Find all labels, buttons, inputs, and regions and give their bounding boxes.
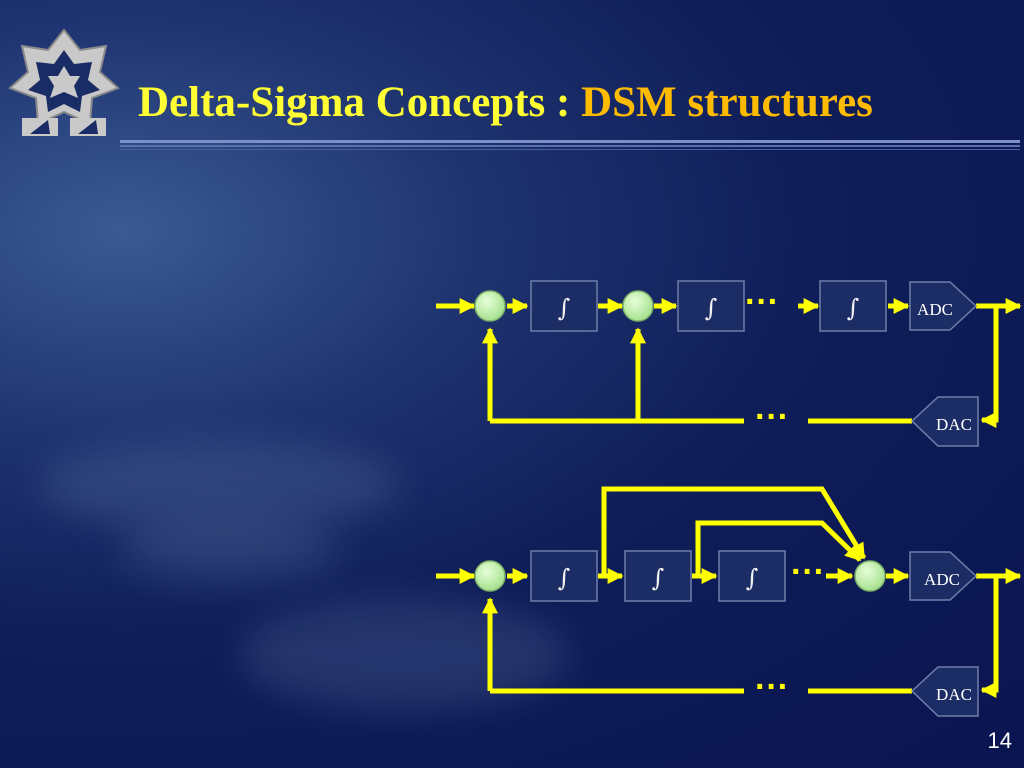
- diagram-top: [436, 297, 1022, 429]
- summing-node: [474, 560, 506, 592]
- title-accent: DSM structures: [581, 79, 873, 126]
- summing-node: [474, 290, 506, 322]
- background-cloud: [120, 520, 340, 580]
- svg-text:ADC: ADC: [917, 300, 953, 319]
- dac-feed-wire: [980, 306, 999, 429]
- integrator-block: ∫: [530, 280, 598, 332]
- summing-node: [854, 560, 886, 592]
- ellipsis: ···: [755, 668, 789, 706]
- integrator-block: ∫: [718, 550, 786, 602]
- diagram-bottom: [436, 486, 1022, 699]
- slide-title: Delta-Sigma Concepts : DSM structures: [138, 78, 873, 127]
- integrator-block: ∫: [677, 280, 745, 332]
- svg-text:DAC: DAC: [936, 415, 972, 434]
- title-rule: [120, 149, 1020, 150]
- svg-text:ADC: ADC: [924, 570, 960, 589]
- adc-block: ADC: [909, 281, 978, 331]
- ellipsis: ···: [791, 553, 825, 591]
- page-number: 14: [987, 728, 1012, 753]
- title-rule: [120, 145, 1020, 147]
- svg-text:∫: ∫: [652, 564, 665, 592]
- title-main: Delta-Sigma Concepts :: [138, 79, 582, 126]
- integrator-block: ∫: [624, 550, 692, 602]
- university-logo: [8, 28, 120, 136]
- dac-block: DAC: [910, 666, 979, 717]
- svg-text:∫: ∫: [558, 564, 571, 592]
- feedforward-path-2: [695, 520, 862, 576]
- integrator-block: ∫: [530, 550, 598, 602]
- background-cloud: [40, 440, 400, 530]
- svg-text:DAC: DAC: [936, 685, 972, 704]
- adc-block: ADC: [909, 551, 978, 601]
- integrator-block: ∫: [819, 280, 887, 332]
- feedforward-path-1: [601, 486, 867, 576]
- svg-text:∫: ∫: [746, 564, 759, 592]
- svg-text:∫: ∫: [847, 294, 860, 322]
- dac-feed-wire: [980, 576, 999, 699]
- title-rule: [120, 140, 1020, 143]
- svg-text:∫: ∫: [558, 294, 571, 322]
- ellipsis: ···: [745, 283, 779, 321]
- ellipsis: ···: [755, 398, 789, 436]
- dac-block: DAC: [910, 396, 979, 447]
- summing-node: [622, 290, 654, 322]
- svg-text:∫: ∫: [705, 294, 718, 322]
